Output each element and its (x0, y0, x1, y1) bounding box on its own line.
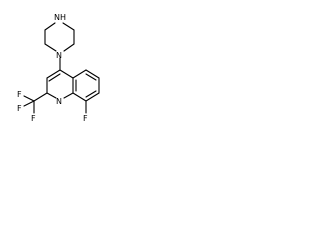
bond (85, 90, 97, 98)
bond (59, 69, 74, 79)
bond (23, 95, 35, 102)
bond (63, 43, 75, 52)
bond (44, 22, 56, 31)
chemical-structure: NH N N F F F F (17, 13, 100, 123)
bond (72, 69, 87, 79)
bond (44, 43, 57, 52)
bond (63, 92, 74, 99)
piperazine-n-label: N (56, 51, 62, 60)
fluoro-label: F (83, 114, 88, 123)
piperazine-nh-label: NH (54, 13, 66, 22)
structure-canvas: NH N N F F F F (0, 0, 110, 142)
bond (33, 92, 48, 102)
bond (62, 22, 75, 31)
bond (46, 92, 57, 99)
bond (72, 92, 87, 102)
bond (85, 73, 97, 81)
bond (48, 73, 61, 82)
bond (23, 100, 35, 107)
cf3-f1-label: F (31, 114, 36, 123)
bond (46, 69, 61, 79)
cf3-f2-label: F (17, 90, 22, 99)
bond (85, 69, 100, 79)
bond (85, 92, 100, 102)
quinoline-n-label: N (56, 97, 62, 106)
cf3-f3-label: F (17, 104, 22, 113)
